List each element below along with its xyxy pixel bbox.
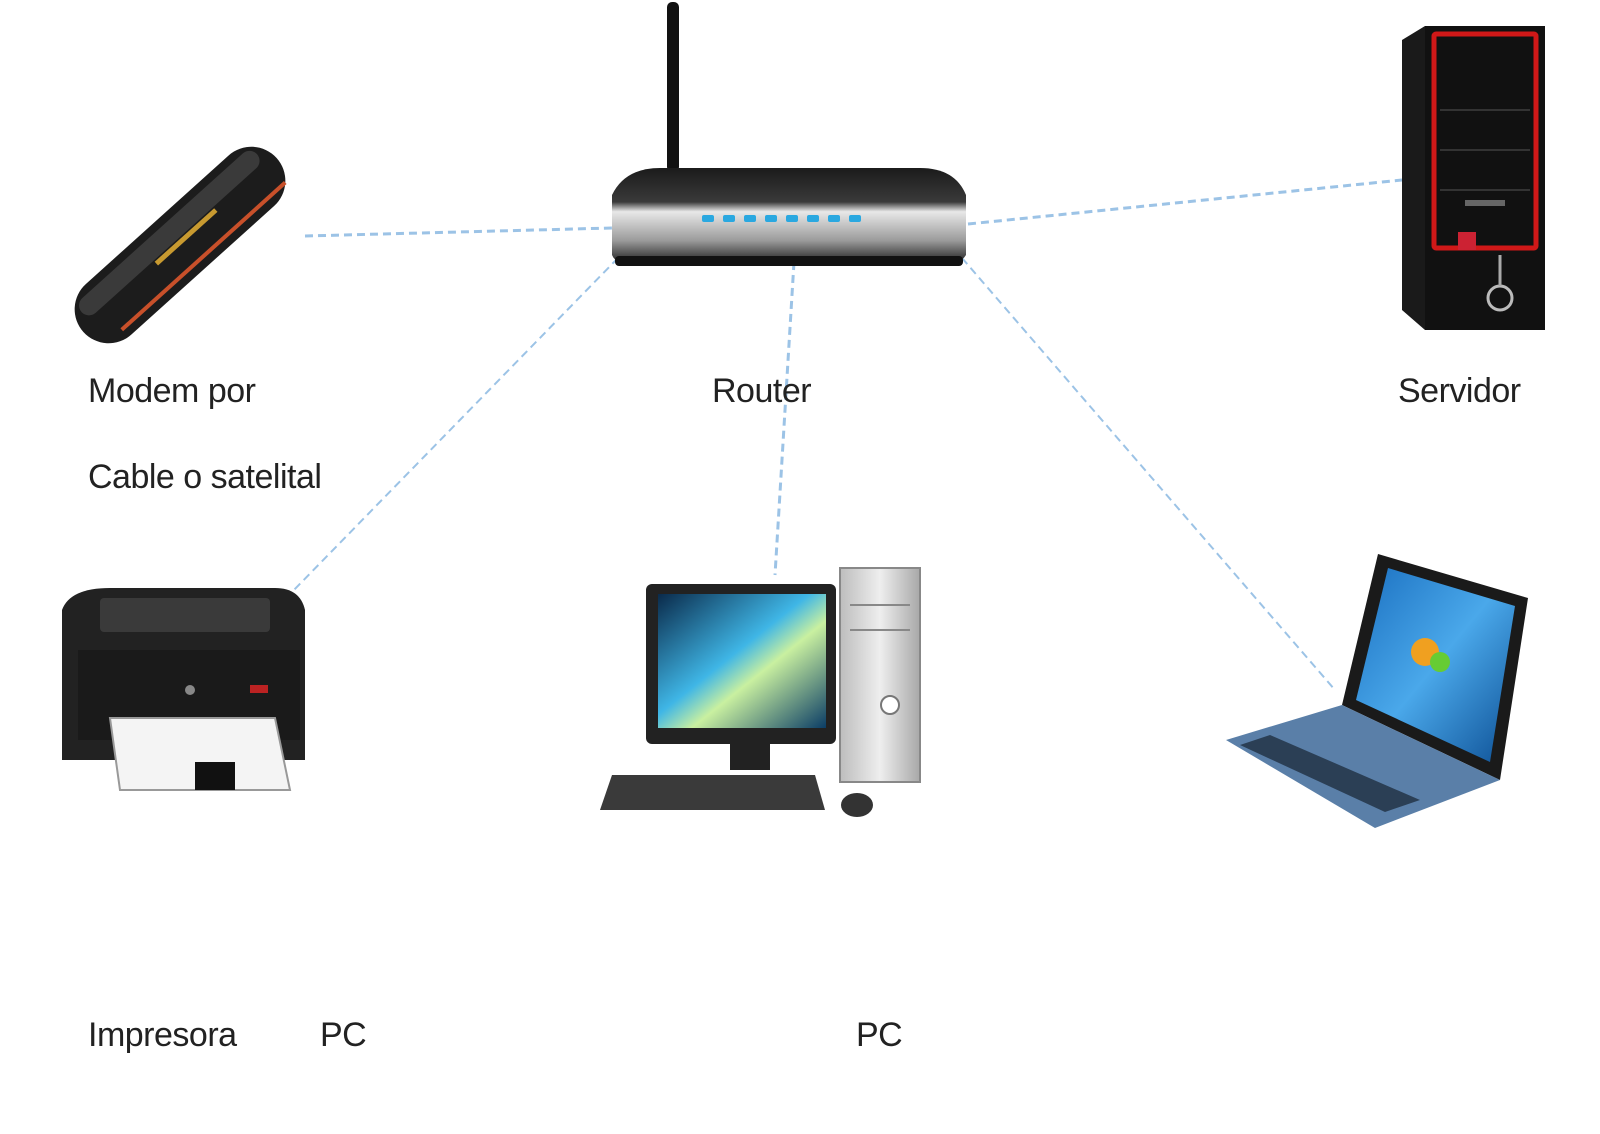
link-router-printer bbox=[291, 257, 619, 593]
connection-lines bbox=[291, 178, 1403, 691]
label-servidor: Servidor bbox=[1398, 372, 1521, 410]
router-led-row bbox=[702, 215, 861, 222]
label-pc-right: PC bbox=[856, 1016, 903, 1054]
desktop-pc-icon bbox=[600, 567, 921, 817]
label-router: Router bbox=[712, 372, 812, 410]
printer-icon bbox=[62, 588, 305, 791]
label-pc-left: PC bbox=[320, 1016, 367, 1054]
link-router-laptop bbox=[961, 257, 1336, 691]
link-router-pc bbox=[773, 261, 796, 576]
label-impresora: Impresora bbox=[88, 1016, 237, 1054]
usb-modem-icon bbox=[74, 146, 287, 344]
label-modem-line2: Cable o satelital bbox=[88, 458, 322, 496]
laptop-icon bbox=[1226, 554, 1528, 828]
link-router-server bbox=[967, 178, 1403, 226]
link-modem-router bbox=[304, 226, 613, 238]
router-icon bbox=[612, 2, 966, 266]
server-tower-icon bbox=[1402, 26, 1545, 330]
label-modem-line1: Modem por bbox=[88, 372, 256, 410]
